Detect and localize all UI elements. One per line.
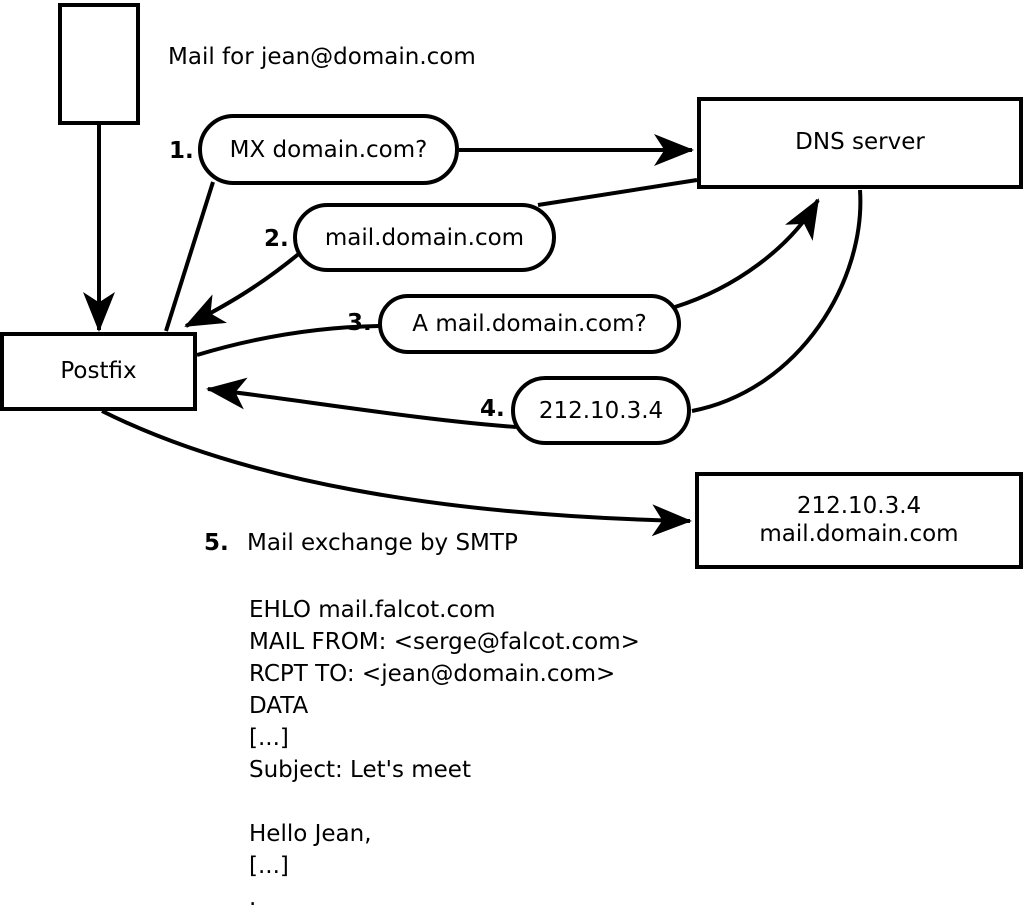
node-postfix: Postfix (0, 332, 197, 411)
step-bubble-1: MX domain.com? (198, 114, 459, 185)
step-bubble-1-label: MX domain.com? (229, 136, 428, 163)
smtp-transcript: EHLO mail.falcot.com MAIL FROM: <serge@f… (249, 597, 640, 911)
node-dns-server-label: DNS server (795, 129, 925, 156)
connector-postfix-to-step3 (196, 324, 380, 357)
step-bubble-2: mail.domain.com (293, 203, 556, 272)
step-5-label: Mail exchange by SMTP (247, 530, 518, 556)
step-bubble-2-label: mail.domain.com (324, 224, 525, 251)
node-postfix-label: Postfix (60, 357, 137, 384)
connector-postfix-to-step1 (164, 181, 215, 332)
step-number-3: 3. (347, 310, 372, 336)
node-destination-server: 212.10.3.4 mail.domain.com (695, 472, 1023, 569)
destination-ip-label: 212.10.3.4 (796, 493, 922, 520)
connector-dns-to-step4 (691, 189, 863, 413)
connector-postfix-to-destination (101, 409, 692, 537)
connector-step4-to-postfix (206, 377, 517, 429)
step-bubble-4-label: 212.10.3.4 (538, 397, 664, 424)
step-bubble-3-label: A mail.domain.com? (412, 311, 647, 337)
step-number-4: 4. (480, 396, 505, 422)
step-bubble-3: A mail.domain.com? (378, 294, 681, 354)
page-title: Mail for jean@domain.com (168, 44, 476, 70)
destination-host-label: mail.domain.com (759, 520, 959, 547)
step-bubble-4: 212.10.3.4 (511, 376, 691, 445)
connector-step2-to-postfix (184, 250, 303, 328)
step-number-1: 1. (169, 138, 194, 164)
node-dns-server: DNS server (697, 97, 1023, 189)
connector-dns-to-step2 (537, 178, 698, 207)
step-number-2: 2. (264, 226, 289, 252)
step-number-5: 5. (204, 530, 229, 556)
sender-box (58, 3, 140, 125)
connector-step3-to-dns (674, 198, 820, 309)
